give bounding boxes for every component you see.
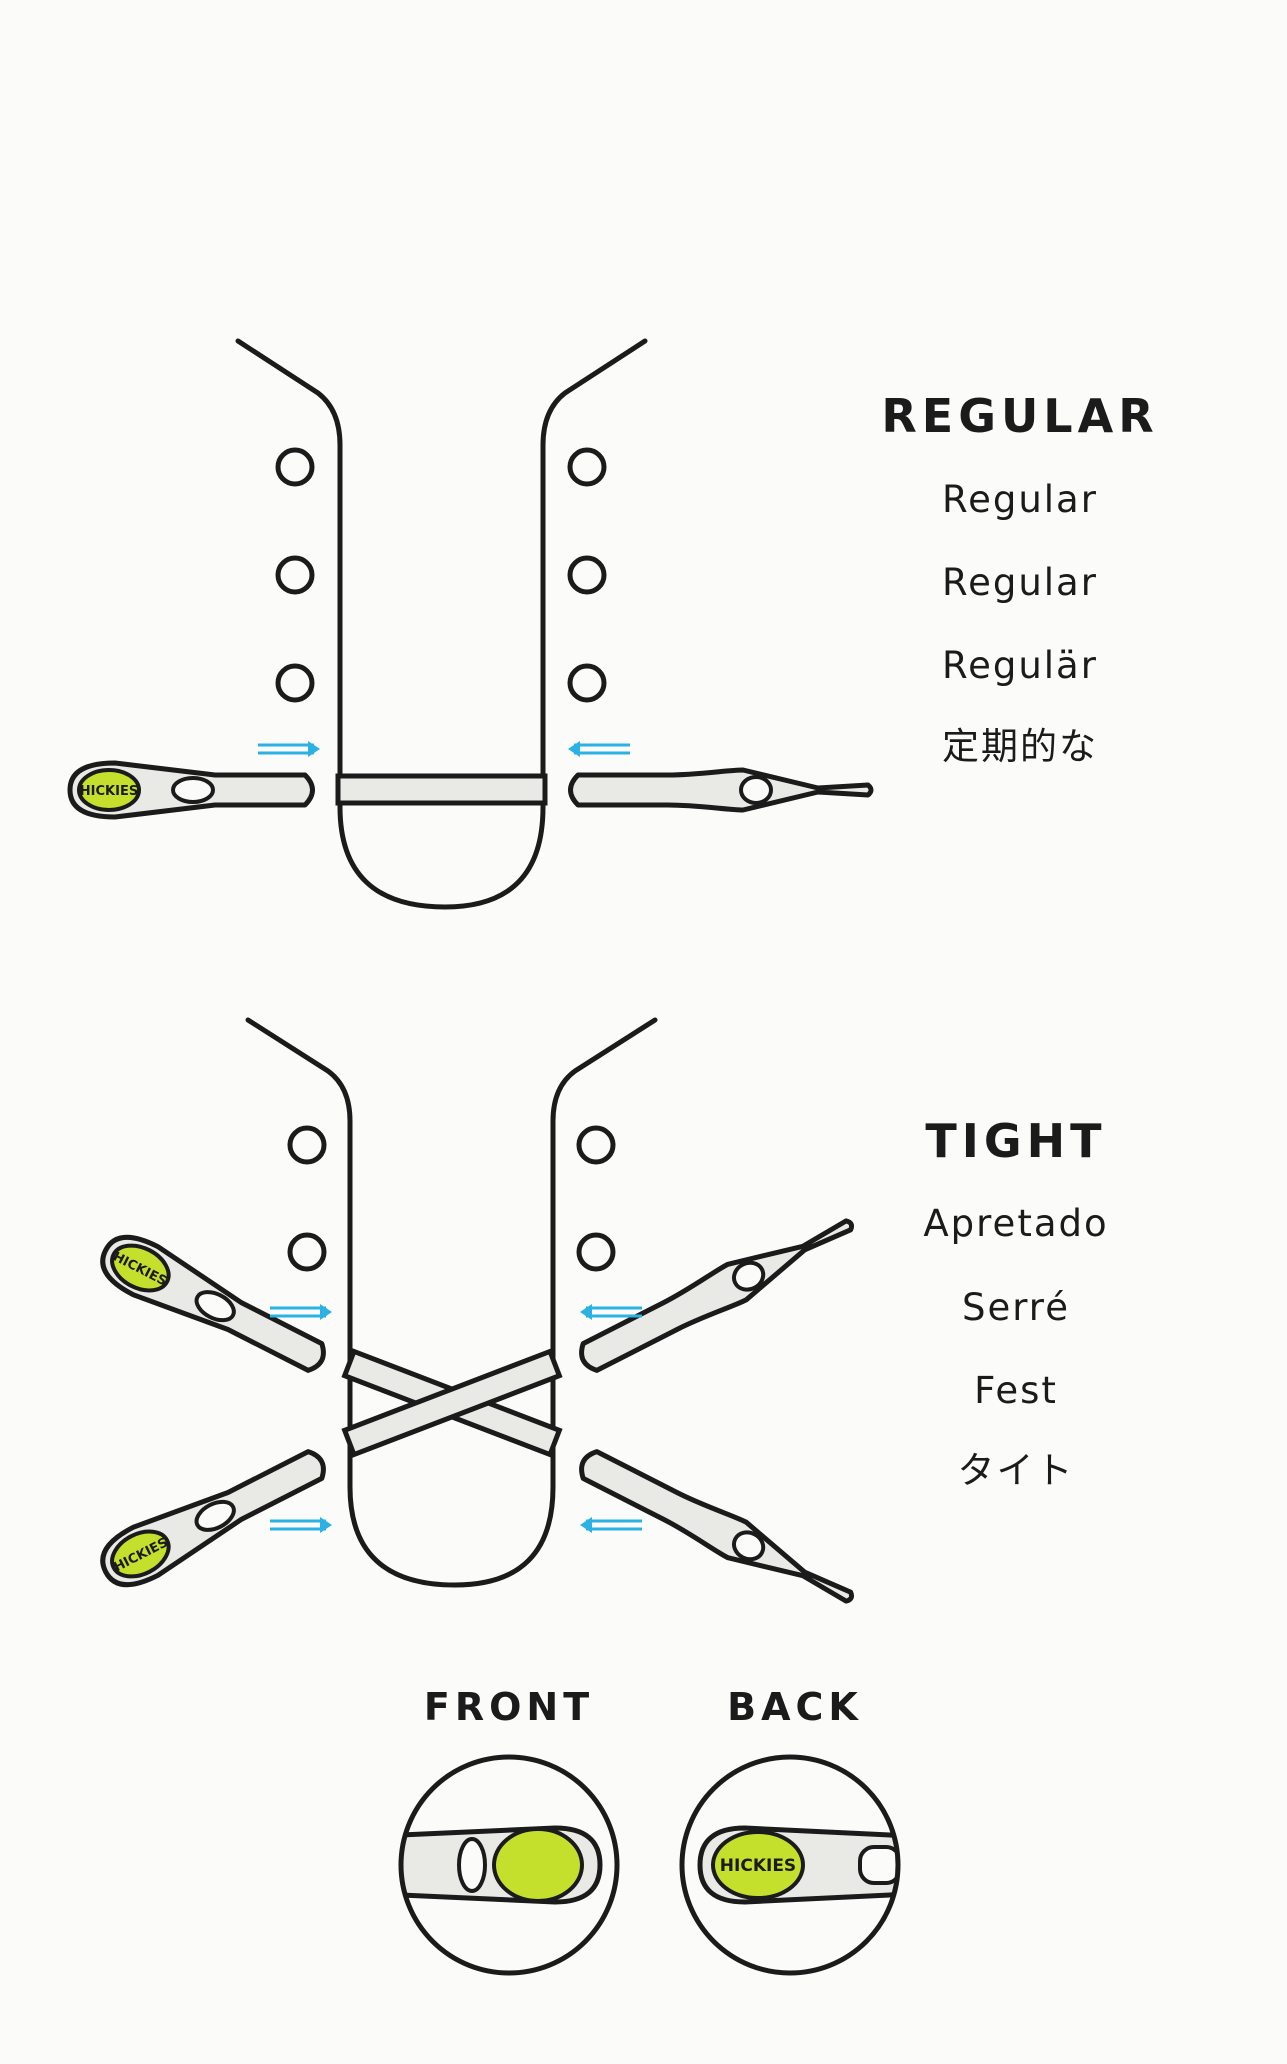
regular-heading: REGULAR	[881, 389, 1159, 443]
eyelets-regular	[275, 447, 607, 703]
eyelet	[287, 1125, 327, 1165]
eyelets-tight	[287, 1125, 616, 1272]
tight-diagram	[93, 1017, 860, 1616]
lace-band-regular	[335, 773, 548, 806]
lace-tip-left-tight-upper	[93, 1226, 334, 1384]
eyelet	[287, 1232, 327, 1272]
regular-translation-de: Regulär	[942, 644, 1098, 687]
eyelet	[275, 555, 315, 595]
tight-heading: TIGHT	[925, 1114, 1107, 1168]
tight-translation-es: Apretado	[923, 1202, 1109, 1245]
arrow-right-icon	[268, 1515, 334, 1535]
lace-tip-right-tight-upper	[574, 1206, 860, 1378]
arrow-right-icon	[268, 1302, 334, 1322]
regular-translation-es: Regular	[942, 478, 1098, 521]
lace-tip-left-tight-lower	[93, 1438, 334, 1596]
lace-tip-left-regular	[70, 763, 313, 817]
eyelet	[567, 555, 607, 595]
back-label: BACK	[727, 1685, 863, 1729]
lace-tip-right-regular	[571, 770, 872, 810]
front-view	[398, 1754, 620, 1976]
tight-translation-de: Fest	[974, 1369, 1058, 1412]
regular-diagram	[70, 338, 872, 910]
eyelet	[576, 1125, 616, 1165]
eyelet	[275, 447, 315, 487]
back-view: HICKIES	[679, 1754, 901, 1976]
arrow-right-icon	[256, 739, 322, 759]
arrow-left-icon	[578, 1515, 644, 1535]
eyelet	[576, 1232, 616, 1272]
tight-translation-fr: Serré	[962, 1286, 1070, 1329]
shoe-outline-regular	[235, 338, 648, 910]
tight-translation-ja: タイト	[957, 1449, 1075, 1492]
arrow-left-icon	[566, 739, 632, 759]
eyelet	[275, 663, 315, 703]
front-label: FRONT	[423, 1685, 595, 1729]
regular-translation-ja: 定期的な	[942, 725, 1098, 768]
eyelet	[567, 663, 607, 703]
svg-text:HICKIES: HICKIES	[720, 1856, 796, 1876]
lace-band-tight-b	[341, 1348, 563, 1458]
regular-translation-fr: Regular	[942, 561, 1098, 604]
eyelet	[567, 447, 607, 487]
shoe-outline-tight	[245, 1017, 658, 1588]
